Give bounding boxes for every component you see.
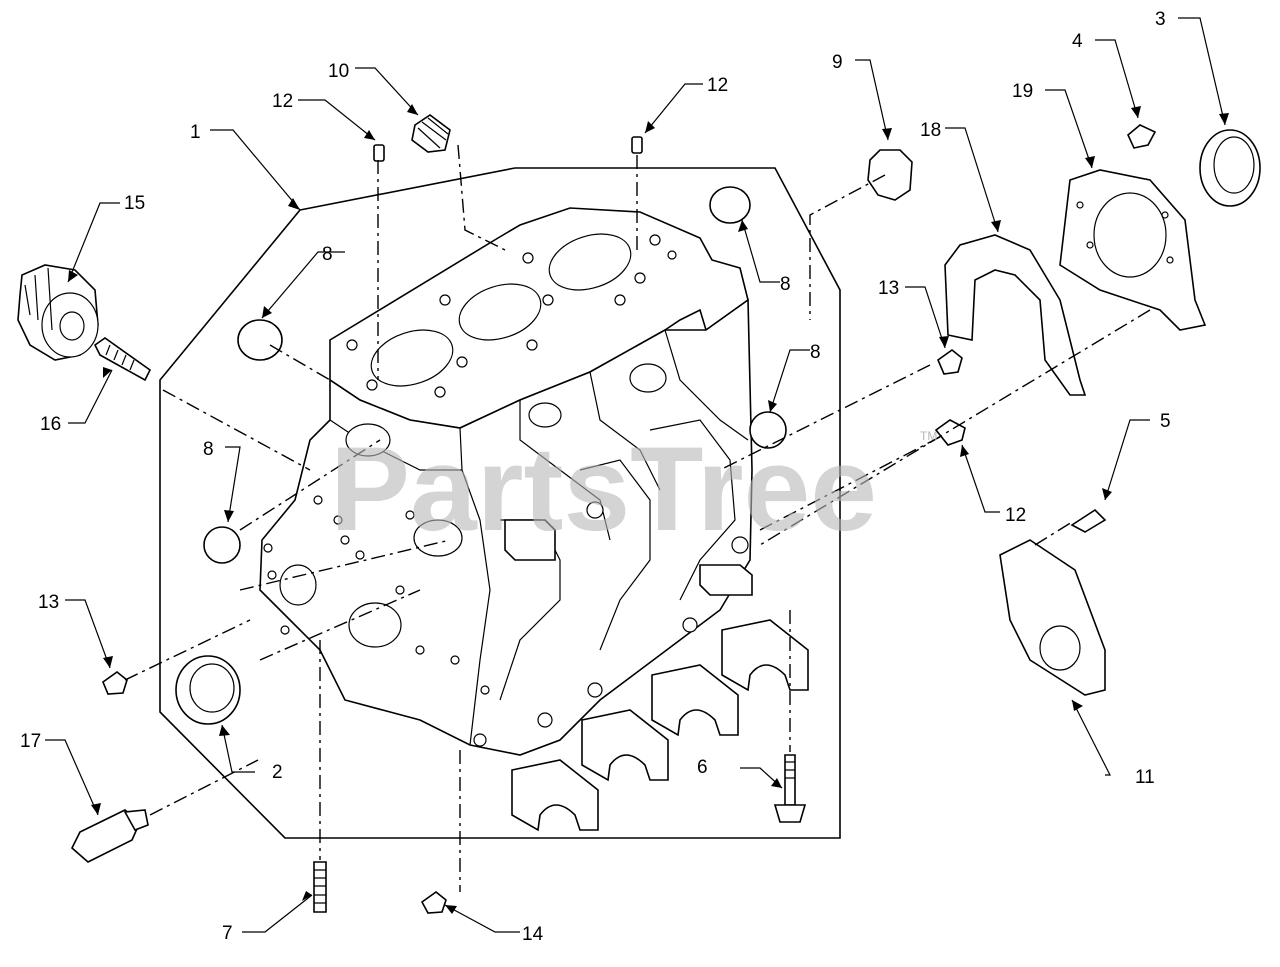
end-plate-11 [999,539,1106,696]
dowel-pin-12b [631,136,643,154]
pin-13a [937,348,963,375]
bolt-5 [1070,508,1107,533]
callout-14: 14 [522,924,544,945]
watermark-trademark: TM [920,429,937,443]
callout-9: 9 [832,52,843,73]
callout-1: 1 [190,122,201,143]
pin-13b [102,670,128,695]
threaded-plug [411,114,451,153]
bolt-6 [773,754,807,823]
cylinder-block [259,207,753,756]
callout-13b: 13 [38,592,59,613]
callout-19: 19 [1012,81,1033,102]
callout-4: 4 [1072,31,1083,52]
callout-8a: 8 [322,244,333,265]
pin-14 [420,890,447,914]
callout-13a: 13 [878,278,899,299]
oil-filter [17,264,99,361]
watermark-text: PartsTree [330,422,877,556]
callout-8b: 8 [780,274,791,295]
callout-5: 5 [1160,411,1171,432]
expansion-plug-8c [749,411,787,449]
callout-11: 11 [1135,767,1155,788]
callout-3: 3 [1155,9,1166,30]
threaded-stud [93,337,152,382]
callout-8d: 8 [203,439,214,460]
oil-seal-3 [1199,129,1261,207]
main-bearing-caps [511,619,809,832]
callout-7: 7 [222,923,233,944]
leader-arrowheads [68,104,1229,914]
callout-8c: 8 [810,342,821,363]
callout-12a: 12 [272,91,293,112]
fitting-4 [1127,124,1157,149]
leader-lines [45,17,1226,933]
expansion-plug-8d [203,526,241,564]
callout-12c: 12 [1005,505,1026,526]
callout-6: 6 [697,757,708,778]
callout-2: 2 [272,762,283,783]
callout-18: 18 [920,120,941,141]
seal-housing-19 [1059,169,1207,331]
assembly-center-lines [124,144,1151,892]
cap-9 [867,149,913,201]
callout-15: 15 [124,193,145,214]
callout-17: 17 [20,731,41,752]
callout-12b: 12 [707,75,728,96]
callout-10: 10 [328,61,349,82]
expansion-plug-8b [709,186,751,224]
expansion-plug-8a [237,319,283,361]
gasket-18 [944,234,1087,396]
assembly-boundary-outline [159,167,841,839]
oil-seal-2 [175,655,241,725]
dowel-pin-12a [373,144,385,162]
callout-16: 16 [40,414,61,435]
sensor-17 [71,809,149,863]
